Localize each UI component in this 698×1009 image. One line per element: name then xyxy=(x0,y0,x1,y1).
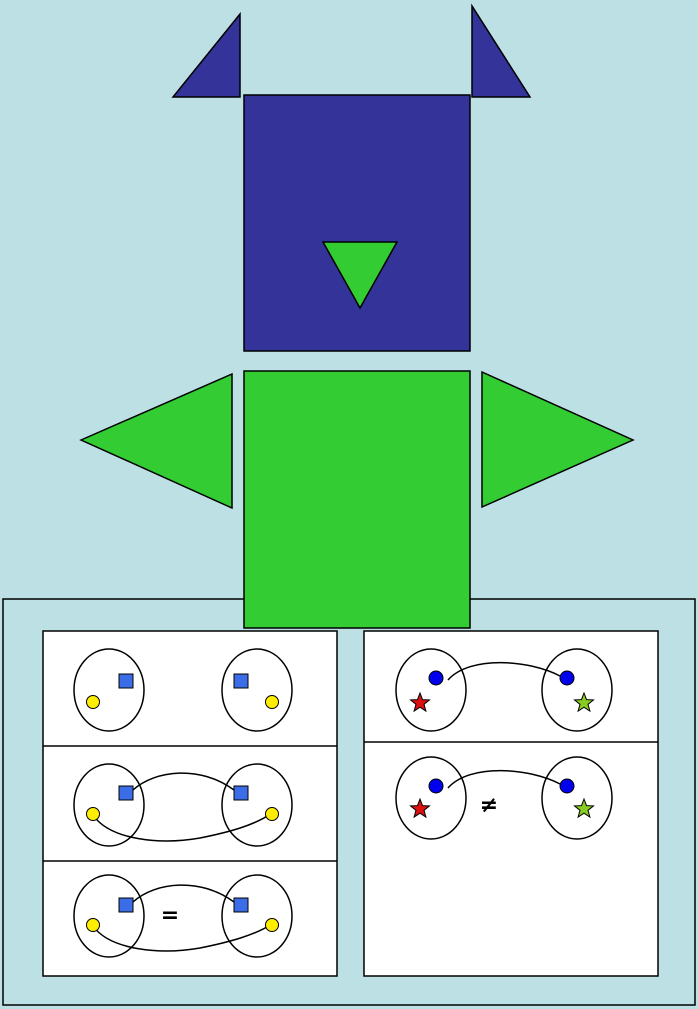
yellow-dot xyxy=(266,808,279,821)
left-arm-triangle xyxy=(81,374,232,508)
head-square xyxy=(244,95,470,351)
right-arm-triangle xyxy=(482,372,633,507)
blue-dot xyxy=(429,779,443,793)
right-ear-triangle xyxy=(472,6,530,97)
blue-dot xyxy=(429,671,443,685)
blue-square-marker xyxy=(119,898,133,912)
blue-square-marker xyxy=(234,786,248,800)
yellow-dot xyxy=(87,808,100,821)
left-ear-triangle xyxy=(173,14,240,97)
blue-dot xyxy=(560,779,574,793)
right-panel: ≠ xyxy=(364,631,658,976)
blue-square-marker xyxy=(234,674,248,688)
yellow-dot xyxy=(266,696,279,709)
blue-dot xyxy=(560,671,574,685)
right-panel-frame xyxy=(364,631,658,976)
equal-symbol: = xyxy=(161,903,179,928)
yellow-dot xyxy=(266,919,279,932)
yellow-dot xyxy=(87,696,100,709)
blue-square-marker xyxy=(119,786,133,800)
blue-square-marker xyxy=(234,898,248,912)
body-square xyxy=(244,371,470,628)
yellow-dot xyxy=(87,919,100,932)
left-panel: = xyxy=(43,631,337,976)
blue-square-marker xyxy=(119,674,133,688)
not-equal-symbol: ≠ xyxy=(480,793,498,818)
